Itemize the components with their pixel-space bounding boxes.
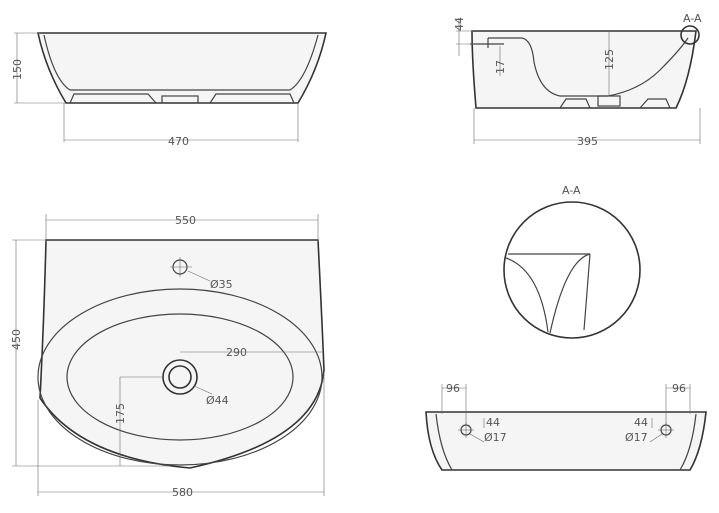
detail-wall [583,253,591,331]
top-height-label: 450 [10,329,23,350]
left-hole-dia-label: Ø17 [484,431,507,444]
tap-hole-leader [187,270,211,282]
bottom-basin-outline [425,411,707,471]
drain-outer-icon [162,359,198,395]
drain-leader [193,385,213,395]
drain-offset-label: 175 [114,403,127,424]
top-bowl-inner [66,313,294,441]
top-basin-outline [39,239,325,469]
front-basin-inner-curve [43,34,319,91]
bowl-width-label: 290 [226,346,247,359]
bottom-right-offset-label: 96 [672,382,686,395]
section-marker-circle [680,25,700,45]
front-drain [161,95,199,104]
bottom-left-offset-label: 96 [446,382,460,395]
top-view: Ø35 550 450 290 Ø44 175 580 [10,214,325,499]
front-base-feet [69,93,295,104]
total-width-label: 580 [172,486,193,499]
side-base-feet [559,98,671,109]
left-hole-offset-label: 44 [486,416,500,429]
tap-hole-label: Ø35 [210,278,233,291]
side-basin-outline [471,30,697,109]
right-hole-offset-label: 44 [634,416,648,429]
front-view: 470 150 [11,32,327,148]
top-width-label: 550 [175,214,196,227]
drain-inner-icon [168,365,192,389]
section-marker-label: A-A [683,12,702,25]
bottom-view: 96 96 44 44 Ø17 Ø17 [425,382,707,471]
side-length-label: 395 [577,135,598,148]
right-hole-leader [649,433,663,443]
side-overflow-label: 17 [494,60,507,74]
detail-label: A-A [562,184,581,197]
side-depth-label: 125 [603,49,616,70]
drain-label: Ø44 [206,394,229,407]
detail-outer-curve [549,253,591,334]
left-hole-leader [469,433,485,443]
bottom-side-curves [435,413,697,471]
side-offset-label: 44 [453,17,466,31]
side-view: A-A 44 17 125 395 [453,12,702,148]
detail-circle [503,201,641,339]
front-basin-outline [37,32,327,104]
right-hole-dia-label: Ø17 [625,431,648,444]
detail-view: A-A [503,184,641,339]
front-height-label: 150 [11,59,24,80]
detail-inner-curve [505,257,549,333]
front-width-label: 470 [168,135,189,148]
side-inner-profile [488,37,689,97]
top-bowl-outer [37,288,323,466]
